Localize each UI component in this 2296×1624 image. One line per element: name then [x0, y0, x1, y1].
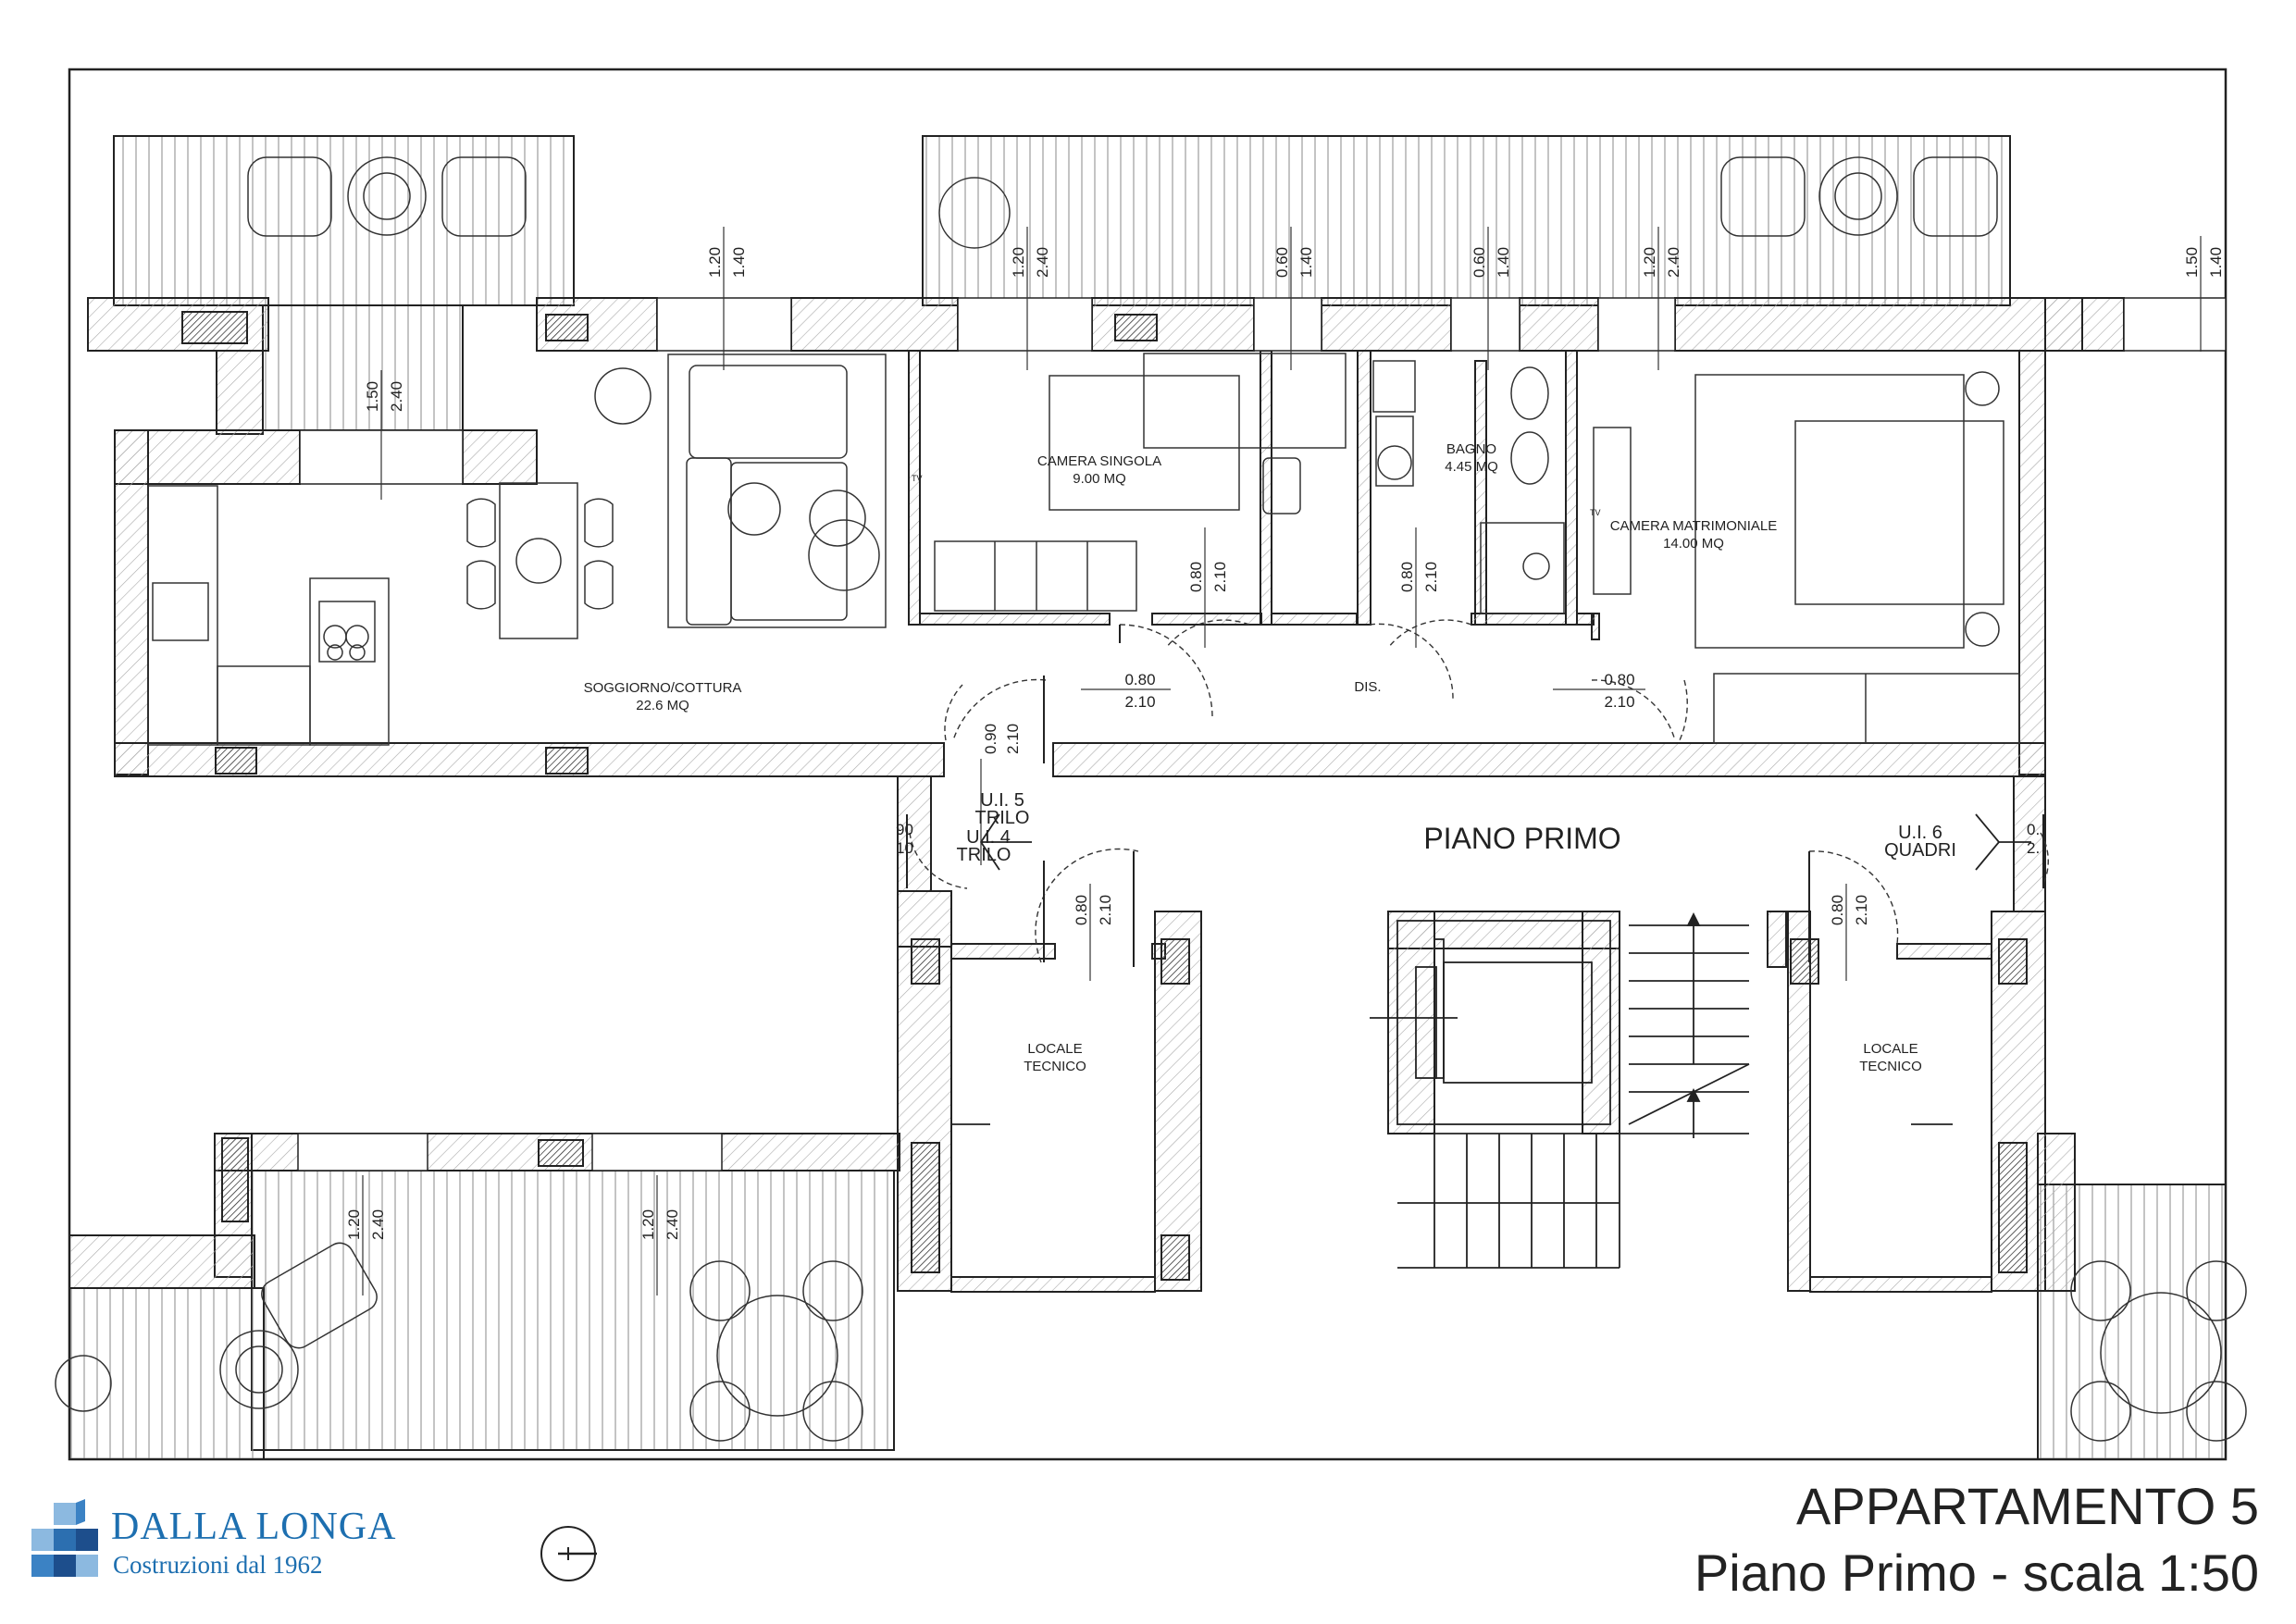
room-area-soggiorno: 22.6 MQ — [636, 698, 689, 713]
door-dim: 2.10 — [1422, 562, 1440, 592]
window-dim: 1.40 — [1297, 247, 1315, 278]
furniture — [55, 156, 2247, 1442]
sheet-subtitle: Piano Primo - scala 1:50 — [1694, 1543, 2259, 1602]
door-leaves — [906, 625, 2044, 967]
door-dim: 2.10 — [1853, 895, 1870, 925]
window-dim: 1.40 — [730, 247, 748, 278]
door-dim: 0.80 — [1124, 671, 1155, 688]
room-name-camera-singola: CAMERA SINGOLA — [1037, 453, 1161, 469]
room-area-bagno: 4.45 MQ — [1445, 459, 1498, 475]
room-locale-tecnico-right-line2: TECNICO — [1859, 1059, 1922, 1074]
tv-markers: TV TV — [912, 474, 1601, 517]
dimension-lines — [362, 227, 2202, 1295]
door-dim: 0.90 — [982, 724, 999, 754]
tv-label: TV — [912, 474, 923, 483]
floor-label: PIANO PRIMO — [1423, 822, 1620, 855]
window-dim: 1.50 — [364, 381, 381, 412]
window-dim: 1.20 — [706, 247, 724, 278]
window-dim: 1.40 — [1495, 247, 1512, 278]
door-dim: 0.80 — [1604, 671, 1634, 688]
door-dim: 2. — [2027, 839, 2040, 857]
brand-tagline: Costruzioni dal 1962 — [113, 1551, 323, 1579]
room-locale-tecnico-right-line1: LOCALE — [1863, 1041, 1917, 1057]
door-dim: 0.80 — [1187, 562, 1205, 592]
window-dim: 0.60 — [1471, 247, 1488, 278]
door-dim: 10 — [896, 839, 913, 857]
window-dimension-labels: 1.20 1.40 1.20 2.40 0.60 1.40 0.60 1.40 … — [345, 247, 2225, 1240]
unit-ui5-line1: U.I. 5 — [980, 790, 1024, 811]
structural-columns — [181, 311, 2028, 1281]
room-name-soggiorno: SOGGIORNO/COTTURA — [584, 680, 742, 696]
room-name-bagno: BAGNO — [1446, 441, 1496, 457]
window-dim: 2.40 — [1034, 247, 1051, 278]
room-locale-tecnico-left-line1: LOCALE — [1027, 1041, 1082, 1057]
unit-ui6-line2: QUADRI — [1884, 840, 1956, 861]
unit-ui5-line2: TRILO — [975, 808, 1030, 828]
stairs-elevator — [951, 911, 1953, 1269]
window-openings — [297, 297, 2227, 1172]
window-dim: 1.20 — [1641, 247, 1658, 278]
brand-name: DALLA LONGA — [111, 1506, 397, 1548]
door-dim: 2.10 — [1124, 693, 1155, 711]
window-dim: 1.40 — [2207, 247, 2225, 278]
cube-stack-logo-icon — [31, 1499, 98, 1577]
window-dim: 1.50 — [2183, 247, 2201, 278]
sheet-title: APPARTAMENTO 5 — [1796, 1477, 2259, 1535]
door-dim: 0.80 — [1829, 895, 1846, 925]
door-dim: 0.80 — [1398, 562, 1416, 592]
window-dim: 2.40 — [388, 381, 405, 412]
sheet-frame — [68, 68, 2228, 1461]
window-dim: 2.40 — [369, 1209, 387, 1240]
door-dim: 0. — [2027, 821, 2040, 838]
door-swings — [909, 619, 2049, 963]
tv-label: TV — [1590, 508, 1601, 517]
door-dim: 2.10 — [1004, 724, 1022, 754]
window-dim: 1.20 — [639, 1209, 657, 1240]
room-area-camera-matrimoniale: 14.00 MQ — [1663, 536, 1724, 552]
door-dim: 2.10 — [1211, 562, 1229, 592]
window-dim: 2.40 — [1665, 247, 1682, 278]
door-dim: 0.80 — [1073, 895, 1090, 925]
north-arrow-icon — [540, 1526, 597, 1581]
door-dim: 2.10 — [1097, 895, 1114, 925]
door-dim: 90 — [896, 821, 913, 838]
window-dim: 2.40 — [664, 1209, 681, 1240]
window-dim: 1.20 — [1010, 247, 1027, 278]
window-dim: 1.20 — [345, 1209, 363, 1240]
room-name-dis: DIS. — [1354, 679, 1381, 695]
unit-ui4-line1: U.I. 4 — [966, 827, 1011, 848]
door-dimension-labels: 0.80 2.10 0.80 2.10 0.80 2.10 0.80 2.10 … — [896, 562, 2040, 925]
door-dim: 2.10 — [1604, 693, 1634, 711]
room-area-camera-singola: 9.00 MQ — [1073, 471, 1126, 487]
room-name-camera-matrimoniale: CAMERA MATRIMONIALE — [1610, 518, 1778, 534]
brand-logo: DALLA LONGA Costruzioni dal 1962 — [28, 1499, 416, 1582]
terrace-decking — [68, 135, 2227, 1460]
unit-ui6-line1: U.I. 6 — [1898, 823, 1942, 843]
unit-ui4-line2: TRILO — [957, 845, 1011, 865]
room-locale-tecnico-left-line2: TECNICO — [1024, 1059, 1086, 1074]
window-dim: 0.60 — [1273, 247, 1291, 278]
